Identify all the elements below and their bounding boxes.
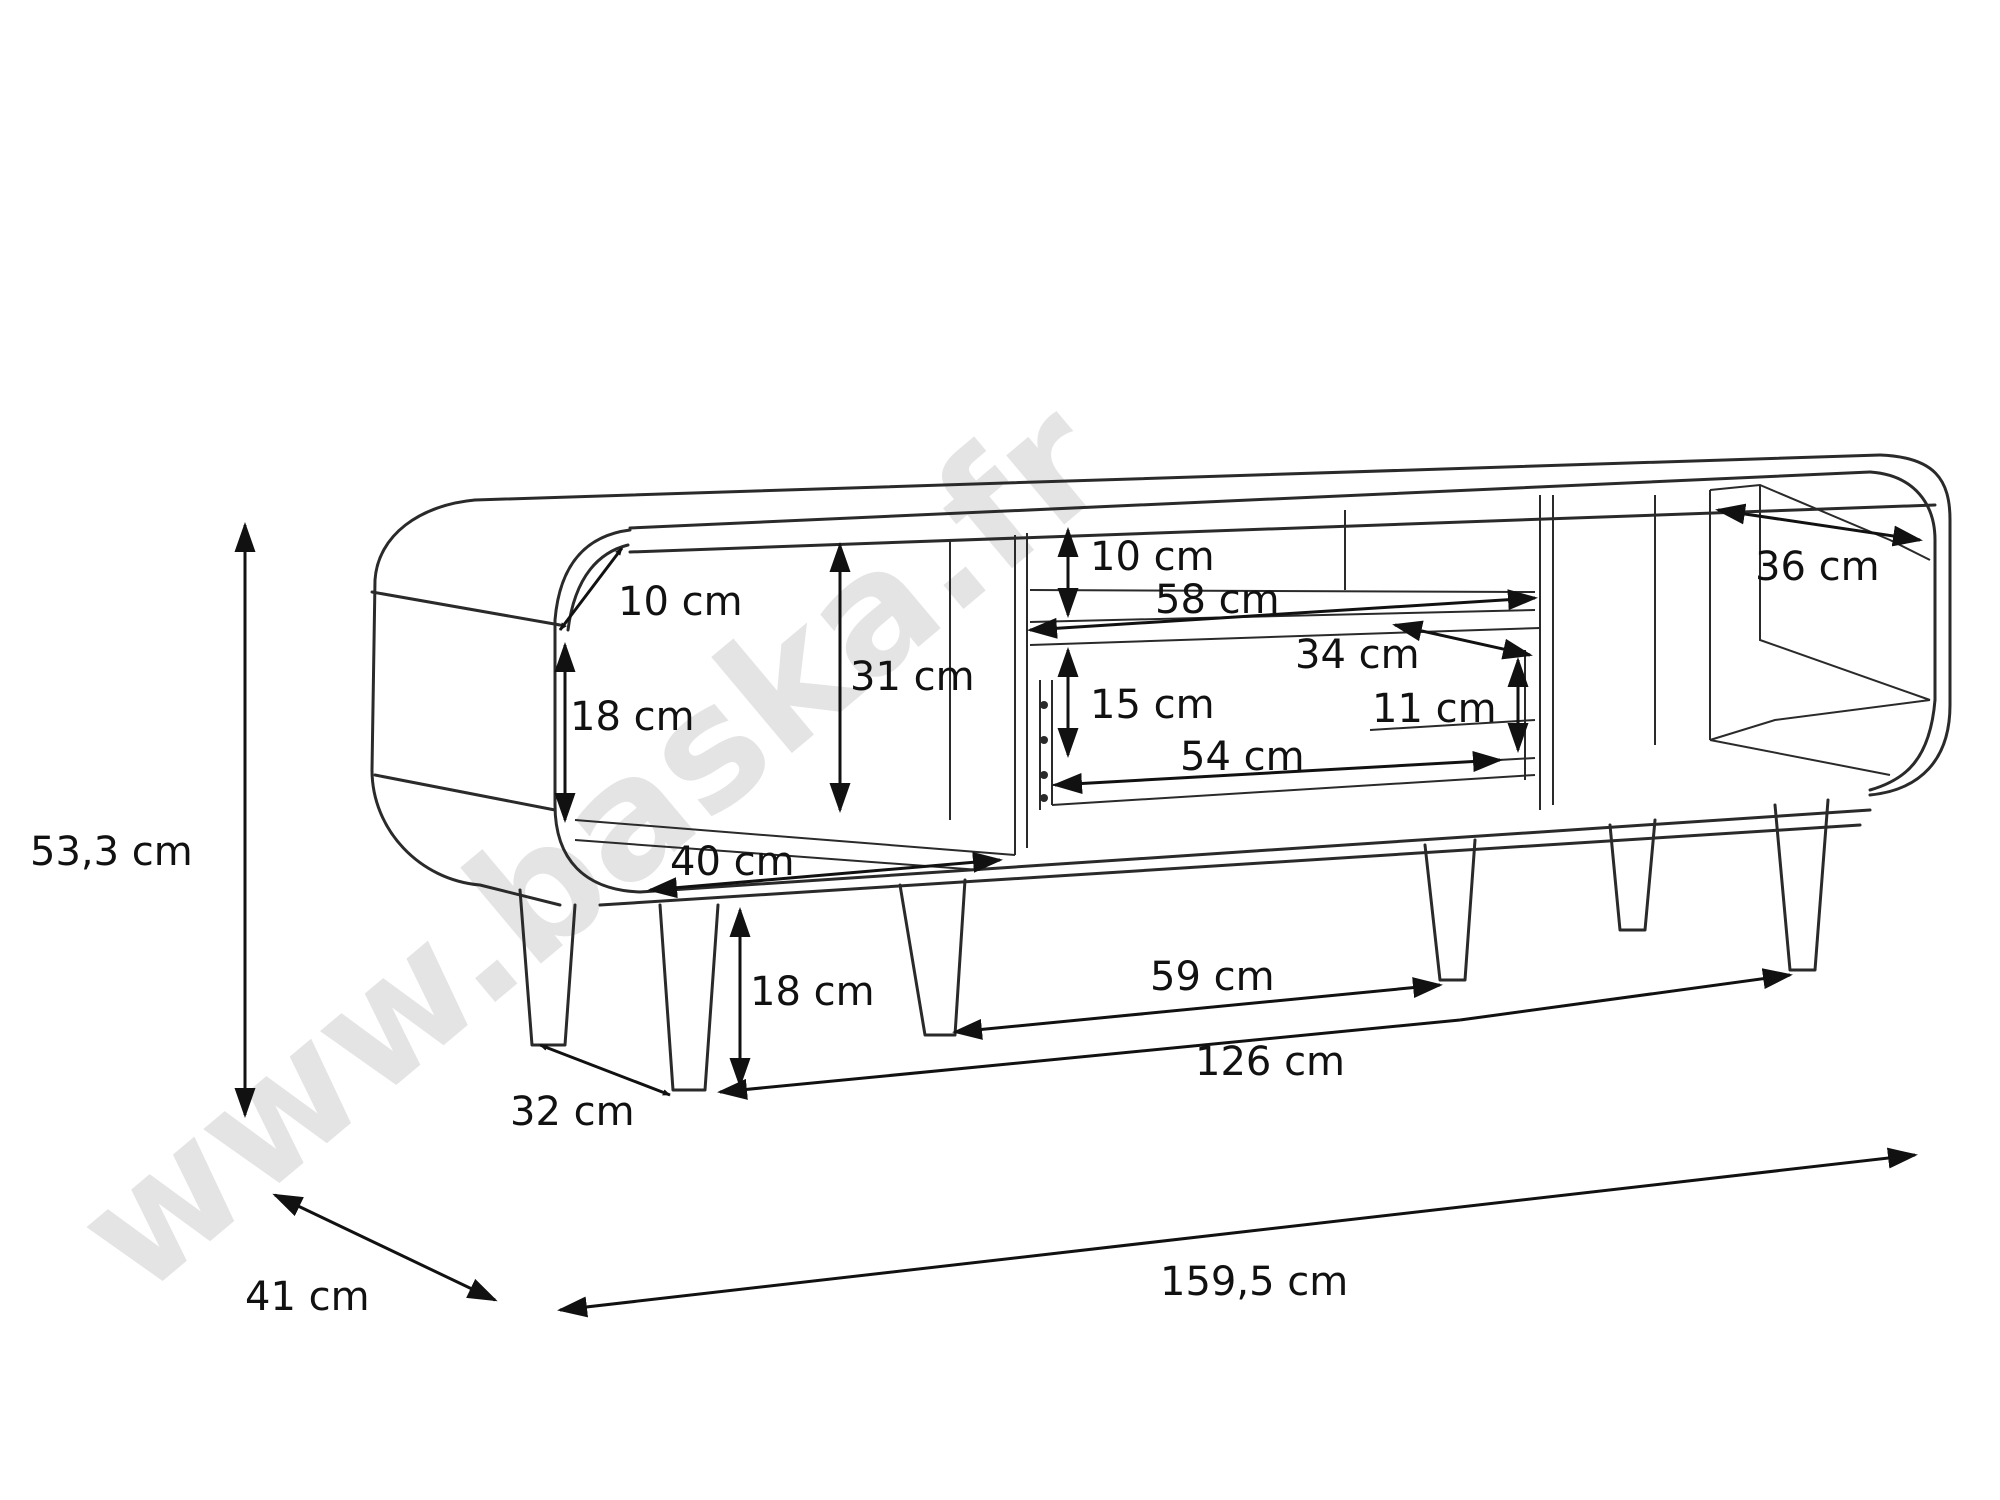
label-leg-width-spacing: 126 cm (1195, 1039, 1345, 1085)
label-drawer-height: 15 cm (1090, 682, 1215, 728)
label-drawer-width: 54 cm (1180, 734, 1305, 780)
right-compartment (1654, 483, 1931, 776)
label-left-compartment-height: 31 cm (850, 654, 975, 700)
drawer-screw-icon (1040, 771, 1048, 779)
label-leg-height: 18 cm (750, 969, 875, 1015)
dimension-lines (234, 503, 1923, 1318)
label-corner-radius: 10 cm (618, 579, 743, 625)
dimension-labels: 53,3 cm 41 cm 159,5 cm 10 cm 18 cm 31 cm… (30, 534, 1880, 1320)
label-right-niche-depth: 36 cm (1755, 544, 1880, 590)
label-left-niche-side-height: 18 cm (570, 694, 695, 740)
label-leg-depth-spacing: 32 cm (510, 1089, 635, 1135)
label-leg-inner-spacing: 59 cm (1150, 954, 1275, 1000)
label-drawer-side-height: 11 cm (1372, 686, 1497, 732)
drawer-screw-icon (1040, 701, 1048, 709)
label-overall-height: 53,3 cm (30, 829, 193, 875)
label-drawer-depth: 34 cm (1295, 632, 1420, 678)
label-overall-depth: 41 cm (245, 1274, 370, 1320)
label-upper-shelf-height: 10 cm (1090, 534, 1215, 580)
drawer-screw-icon (1040, 794, 1048, 802)
label-overall-width: 159,5 cm (1160, 1259, 1348, 1305)
drawer-screw-icon (1040, 736, 1048, 744)
label-left-compartment-depth: 40 cm (670, 839, 795, 885)
watermark-logo: www.baska.fr (42, 364, 1141, 1330)
label-upper-shelf-width: 58 cm (1155, 577, 1280, 623)
